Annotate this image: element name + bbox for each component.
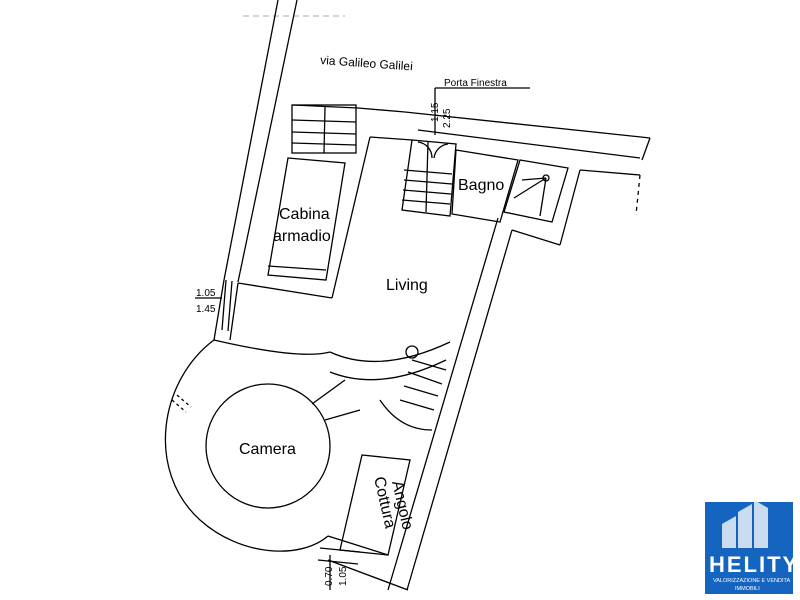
porta-finestra-label: Porta Finestra: [444, 78, 507, 89]
dim-bottom-b: 1.05: [338, 566, 349, 586]
dim-left-a: 1.05: [196, 288, 216, 299]
helity-logo: HELITY VALORIZZAZIONE E VENDITA IMMOBILI: [705, 500, 799, 594]
dim-bottom-a: 0.70: [324, 566, 335, 586]
room-cabina-line1: Cabina: [279, 206, 330, 223]
street-name: via Galileo Galilei: [320, 53, 413, 73]
logo-building-icon: [722, 500, 768, 548]
walls: [164, 0, 651, 591]
dim-left-b: 1.45: [196, 304, 216, 315]
room-camera: Camera: [239, 441, 296, 458]
room-cabina-line2: armadio: [273, 228, 331, 245]
logo-name: HELITY: [709, 552, 799, 577]
dim-top-a: 2.25: [442, 108, 453, 128]
logo-tagline-1: VALORIZZAZIONE E VENDITA: [713, 578, 790, 584]
dim-top-b: 1.15: [430, 102, 441, 122]
room-bagno: Bagno: [458, 177, 504, 194]
room-living: Living: [386, 277, 428, 294]
logo-tagline-2: IMMOBILI: [735, 586, 760, 592]
